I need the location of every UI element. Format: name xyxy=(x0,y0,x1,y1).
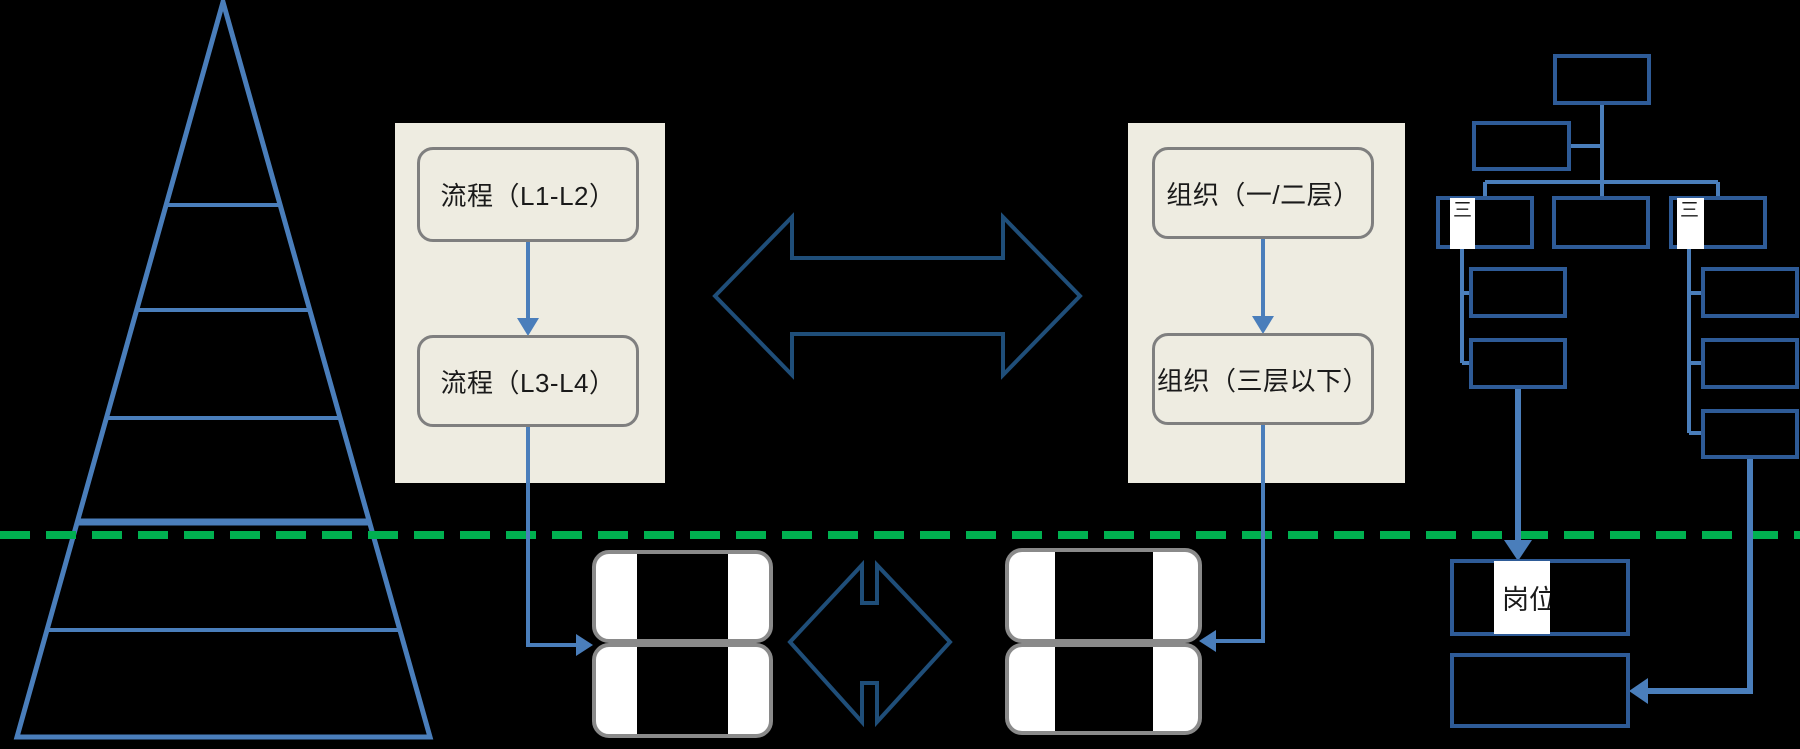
green-dashed-divider xyxy=(0,531,1800,539)
process-org-double-arrow xyxy=(712,212,1083,380)
position-down-arrowhead xyxy=(1504,540,1532,561)
org-chart-right-child-box-2 xyxy=(1701,338,1799,389)
activity-left-arrowhead xyxy=(1199,630,1216,652)
dept-to-position-elbow-line xyxy=(1648,459,1753,694)
org-chart-staff-box xyxy=(1472,121,1571,171)
org-chart-dept-left-box xyxy=(1436,196,1534,249)
org-level1-2-label: 组织（一/二层） xyxy=(1166,179,1360,210)
position-box-secondary xyxy=(1450,653,1630,728)
org-chart-root-box xyxy=(1553,54,1651,105)
position-left-arrowhead xyxy=(1629,678,1648,704)
dept-left-highlight-strip: 三 xyxy=(1450,198,1475,249)
activity-table-right-dark-column-top xyxy=(1055,552,1153,639)
pyramid-outline xyxy=(13,0,434,740)
process-l3-l4-label: 流程（L3-L4） xyxy=(440,367,616,398)
process-l3-l4-box: 流程（L3-L4） xyxy=(417,335,639,427)
org-level3-below-label: 组织（三层以下） xyxy=(1156,365,1369,396)
activity-table-left-dark-column-top xyxy=(637,554,728,639)
org-chart-left-child-box-1 xyxy=(1469,267,1567,318)
org-chart-right-child-box-3 xyxy=(1701,409,1799,459)
position-label: 岗位 xyxy=(1502,585,1550,615)
dept-left-strip-text: 三 xyxy=(1453,200,1473,221)
position-highlight-strip: 岗位 xyxy=(1494,561,1550,634)
dept-right-highlight-strip: 三 xyxy=(1677,198,1704,249)
org-chart-dept-middle-box xyxy=(1552,196,1650,249)
dept-right-strip-text: 三 xyxy=(1680,200,1700,221)
process-l1-l2-label: 流程（L1-L2） xyxy=(440,181,616,211)
org-level3-below-box: 组织（三层以下） xyxy=(1152,333,1374,425)
org-chart-left-child-box-2 xyxy=(1469,338,1567,389)
activity-table-left-dark-column-bottom xyxy=(637,647,728,734)
org-level1-2-box: 组织（一/二层） xyxy=(1152,147,1374,239)
org-chart-right-child-box-1 xyxy=(1701,267,1799,318)
org-chart-dept-right-box xyxy=(1669,196,1767,249)
activity-position-double-arrow xyxy=(787,559,953,728)
process-l1-l2-box: 流程（L1-L2） xyxy=(417,147,639,242)
activity-right-arrowhead xyxy=(576,634,593,656)
activity-table-right-dark-column-bottom xyxy=(1055,647,1153,731)
